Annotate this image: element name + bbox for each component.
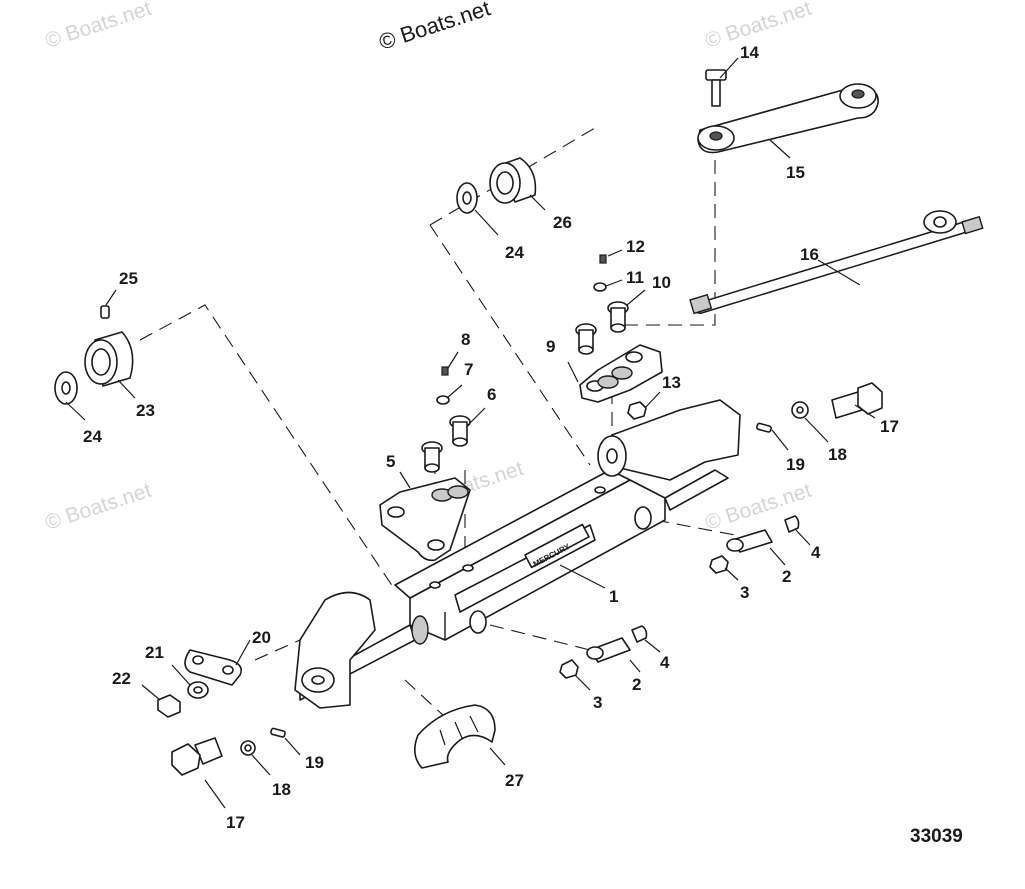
link-plate-20 — [184, 649, 243, 686]
bushing-5 — [421, 441, 443, 473]
steering-rod — [689, 210, 984, 315]
callout-6: 6 — [487, 385, 496, 404]
callout-8: 8 — [461, 330, 470, 349]
washer-7 — [436, 395, 450, 405]
callout-15: 15 — [786, 163, 805, 182]
screw-8 — [441, 366, 449, 376]
washer-21 — [187, 681, 209, 699]
callout-22: 22 — [112, 669, 131, 688]
callout-3-lower: 3 — [593, 693, 602, 712]
mounting-plate-9 — [579, 344, 663, 403]
callout-24-left: 24 — [83, 427, 102, 446]
callout-9: 9 — [546, 337, 555, 356]
fitting-group-lower — [559, 625, 648, 679]
figure-number: 33039 — [910, 826, 963, 847]
mounting-plate-5 — [379, 477, 471, 562]
spacer-26 — [489, 157, 537, 204]
dash-line-20 — [254, 639, 301, 661]
callout-14: 14 — [740, 43, 759, 62]
callout-21: 21 — [145, 643, 164, 662]
bushing-6 — [449, 415, 471, 447]
callout-1: 1 — [609, 587, 618, 606]
fitting-group-upper — [709, 515, 800, 574]
boot-27 — [414, 704, 496, 769]
bushing-9 — [575, 323, 597, 355]
dash-line-2-bottom — [489, 624, 591, 651]
watermark-top-left: © Boats.net — [42, 0, 154, 53]
callout-13: 13 — [662, 373, 681, 392]
dash-line-2-top — [654, 519, 736, 536]
tiller-link-arm — [697, 83, 879, 154]
nut-13 — [627, 401, 647, 420]
callout-16: 16 — [800, 245, 819, 264]
callout-18-right: 18 — [828, 445, 847, 464]
bushing-10 — [607, 301, 629, 333]
screw-12 — [599, 254, 607, 264]
callout-26: 26 — [553, 213, 572, 232]
set-screw-25 — [100, 305, 110, 319]
collar-23 — [84, 331, 134, 387]
dash-line-23 — [139, 304, 396, 591]
callout-5: 5 — [386, 452, 395, 471]
retainer-18-right — [791, 401, 809, 419]
tiller-bracket-right — [597, 399, 741, 481]
callout-2-lower: 2 — [632, 675, 641, 694]
callout-19-bottom: 19 — [305, 753, 324, 772]
pin-19-bottom — [270, 727, 286, 738]
callout-19-right: 19 — [786, 455, 805, 474]
callout-4-lower: 4 — [660, 653, 670, 672]
watermark-mid-left: © Boats.net — [42, 479, 154, 535]
callout-25: 25 — [119, 269, 138, 288]
callout-7: 7 — [464, 360, 473, 379]
callout-20: 20 — [252, 628, 271, 647]
washer-24-top — [456, 182, 478, 214]
callout-17-bottom: 17 — [226, 813, 245, 832]
callout-17-right: 17 — [880, 417, 899, 436]
callout-numbers: 1 2 2 3 3 4 4 5 6 7 8 9 10 11 12 13 14 1… — [83, 43, 899, 832]
callout-leaders — [65, 57, 876, 809]
callout-23: 23 — [136, 401, 155, 420]
callout-2-upper: 2 — [782, 567, 791, 586]
callout-3-upper: 3 — [740, 583, 749, 602]
callout-4-upper: 4 — [811, 543, 821, 562]
callout-12: 12 — [626, 237, 645, 256]
tiller-bracket-left — [294, 591, 376, 709]
pin-19-right — [756, 422, 772, 433]
dash-line-15 — [622, 160, 716, 326]
washer-11 — [593, 282, 607, 292]
bolt-17-right — [831, 382, 883, 419]
callout-24-top: 24 — [505, 243, 524, 262]
nut-22 — [157, 694, 181, 718]
bolt-17-bottom — [171, 737, 223, 776]
retainer-18-bottom — [240, 740, 256, 756]
callout-11: 11 — [626, 268, 644, 287]
copyright-notice: © Boats.net — [376, 0, 493, 55]
washer-24-left — [54, 371, 78, 405]
callout-18-bottom: 18 — [272, 780, 291, 799]
callout-10: 10 — [652, 273, 671, 292]
dash-line-24-top — [429, 224, 591, 466]
callout-27: 27 — [505, 771, 524, 790]
